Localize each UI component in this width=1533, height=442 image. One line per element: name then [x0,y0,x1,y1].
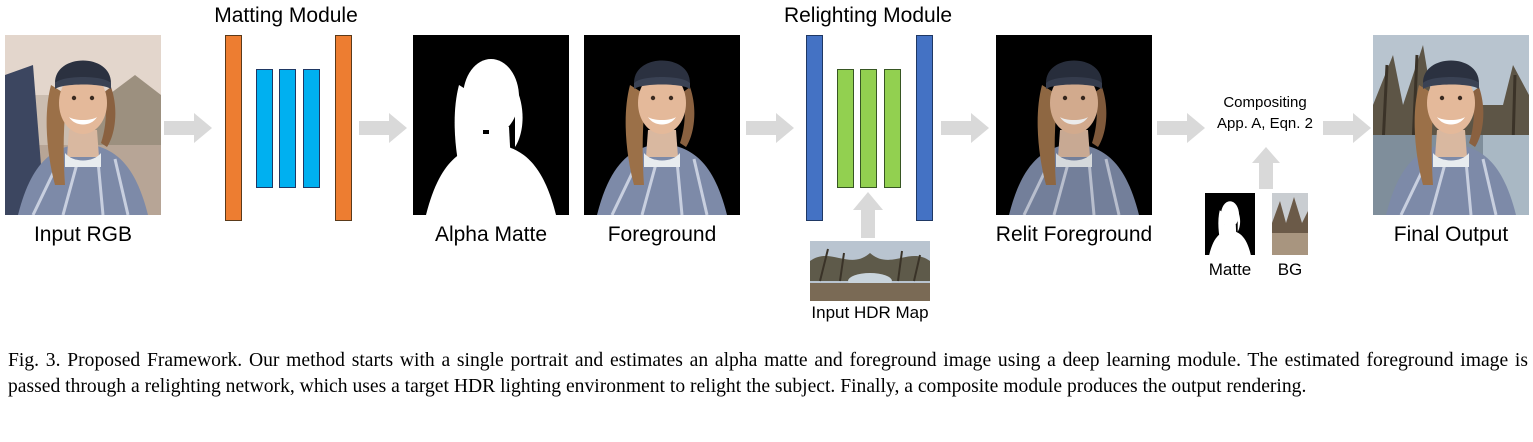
compositing-title: Compositing [1223,94,1307,111]
matting-decoder-bar [335,35,352,221]
alpha-matte-label: Alpha Matte [434,223,548,246]
right-arrow-icon [941,113,989,143]
bg-label: BG [1277,260,1303,279]
relighting-inner-bar-3 [884,69,901,188]
matting-inner-bar-3 [303,69,320,188]
compositing-reference: App. A, Eqn. 2 [1217,115,1313,132]
relighting-decoder-bar [916,35,933,221]
right-arrow-icon [164,113,212,143]
matting-module-title: Matting Module [214,4,358,27]
matting-inner-bar-2 [279,69,296,188]
relit-foreground-label: Relit Foreground [995,223,1153,246]
alpha-matte-image [413,35,569,215]
right-arrow-icon [1323,113,1371,143]
figure-caption: Fig. 3. Proposed Framework. Our method s… [8,350,1528,397]
input-rgb-image [5,35,161,215]
relighting-inner-bar-1 [837,69,854,188]
foreground-label: Foreground [607,223,717,246]
final-output-label: Final Output [1393,223,1509,246]
right-arrow-icon [359,113,407,143]
relighting-encoder-bar [806,35,823,221]
foreground-image [584,35,740,215]
input-hdr-map-image [810,241,930,301]
final-output-image [1373,35,1529,215]
bg-thumbnail [1272,193,1308,255]
input-hdr-map-label: Input HDR Map [811,303,929,322]
matting-encoder-bar [225,35,242,221]
relit-foreground-image [996,35,1152,215]
matte-thumbnail [1205,193,1255,255]
up-arrow-icon [853,192,883,238]
relighting-inner-bar-2 [860,69,877,188]
up-arrow-icon [1252,147,1280,189]
relighting-module-title: Relighting Module [783,4,953,27]
input-rgb-label: Input RGB [33,223,133,246]
matting-inner-bar-1 [256,69,273,188]
right-arrow-icon [1157,113,1205,143]
matte-label: Matte [1208,260,1252,279]
right-arrow-icon [746,113,794,143]
